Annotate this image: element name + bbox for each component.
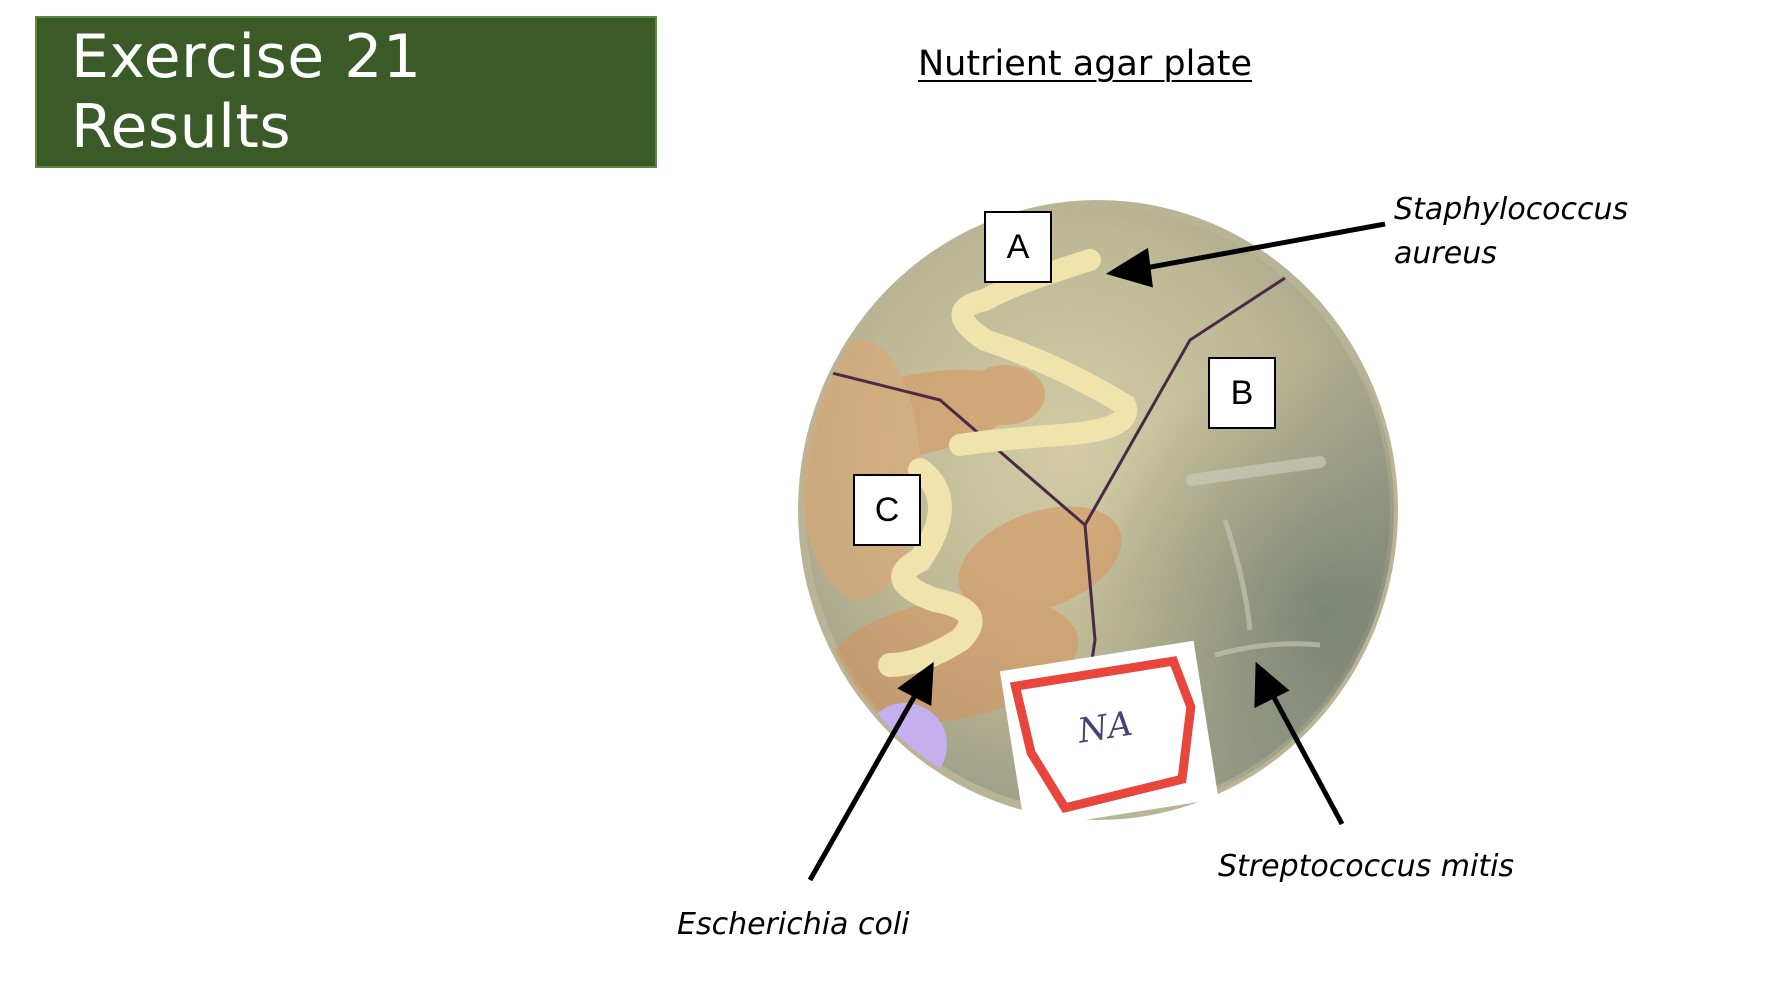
organism-label-escherichia: Escherichia coli [677,907,910,942]
sector-line-right [1083,276,1286,526]
sector-label-a-text: A [1006,227,1030,266]
sector-line-bottom [1083,524,1097,661]
organism-label-staphylococcus: Staphylococcus aureus [1394,188,1628,276]
growth-streak-a [949,249,1138,456]
sector-line-left [819,368,1086,527]
plate-label-sticker: NA [999,640,1219,830]
sector-label-b-text: B [1230,373,1254,412]
organism-a-species: aureus [1394,236,1497,271]
annotation-arrows [807,221,1386,882]
plate-caption: Nutrient agar plate [918,44,1253,84]
handwritten-na-label: NA [1074,704,1135,752]
growth-streak-b [1186,456,1326,486]
sector-label-c: C [853,474,921,546]
organism-a-genus: Staphylococcus [1394,192,1629,227]
organism-label-streptococcus: Streptococcus mitis [1218,849,1515,884]
sector-label-a: A [984,211,1052,283]
growth-streak-c [878,458,983,677]
sector-label-c-text: C [874,490,900,529]
sector-label-b: B [1208,357,1276,429]
slide-title: Exercise 21 Results [71,22,422,162]
slide-title-banner: Exercise 21 Results [35,16,657,168]
